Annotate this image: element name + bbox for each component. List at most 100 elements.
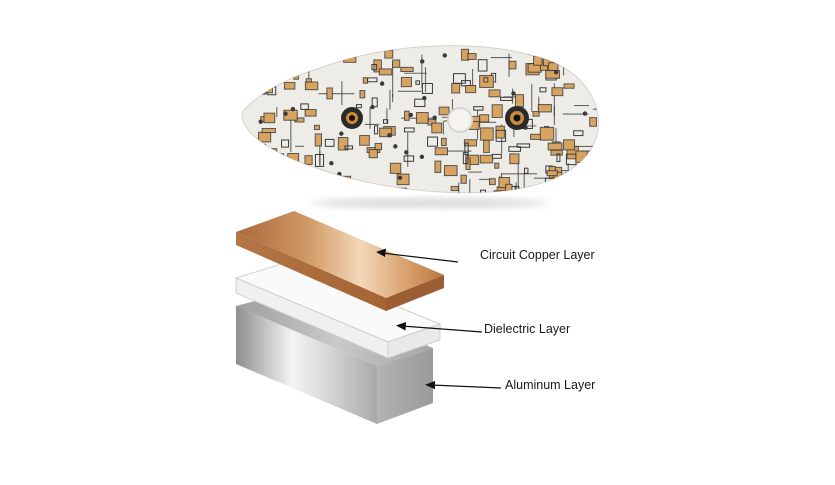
pcb-pad [582, 179, 593, 188]
pcb-pad [470, 122, 479, 129]
pcb-pad [416, 113, 428, 123]
pcb-pad [451, 186, 458, 191]
pcb-pad [394, 188, 407, 193]
pcb-pad [259, 132, 271, 142]
pcb-pad [305, 82, 318, 90]
mounting-hole [341, 107, 363, 129]
pcb-via [379, 81, 385, 86]
pcb-component [573, 130, 584, 137]
pcb-pad [563, 140, 575, 150]
arrow-dielectric [401, 325, 483, 333]
pcb-component [382, 119, 389, 124]
pcb-component [314, 154, 325, 167]
pcb-via [339, 131, 344, 136]
pcb-via [420, 59, 425, 64]
pcb-pad [547, 171, 557, 176]
pcb-pad [401, 77, 411, 87]
pcb-component [324, 138, 335, 147]
pcb-via [297, 175, 303, 180]
pcb-via [553, 70, 559, 75]
pcb-pad [363, 78, 368, 83]
pcb-via [582, 111, 588, 116]
arrow-aluminum [430, 384, 502, 389]
pcb-pad [538, 105, 551, 112]
pcb-component [508, 146, 521, 152]
pcb-component-outline [564, 171, 578, 180]
pcb-via [419, 154, 425, 160]
pcb-component-outline [581, 178, 594, 189]
pcb-via [290, 106, 296, 112]
pcb-pad [435, 161, 441, 172]
pcb-component [373, 125, 379, 135]
pcb-pad [481, 128, 493, 140]
label-dielectric-layer: Dielectric Layer [484, 322, 571, 336]
pcb-pad [397, 174, 409, 185]
arrow-copper-head [376, 248, 386, 257]
pcb-pad [405, 111, 409, 120]
pcb-pad [540, 127, 554, 140]
pcb-pad [273, 154, 284, 162]
pcb-pad [439, 107, 449, 115]
pcb-component [574, 173, 588, 181]
center-hole [447, 107, 473, 133]
pcb-pad [360, 136, 369, 145]
pcb-pad [321, 57, 329, 61]
pcb-via [586, 80, 592, 85]
pcb-pad [295, 118, 304, 122]
pcb-component [524, 167, 529, 174]
pcb-pad [258, 81, 266, 94]
pcb-component-outline [265, 74, 277, 86]
pcb-pad [531, 134, 542, 139]
pcb-pad [380, 128, 392, 137]
pcb-pad [565, 172, 577, 179]
pcb-via [422, 95, 427, 101]
pcb-pad [294, 71, 298, 79]
pcb-pad [261, 60, 266, 65]
pcb-pad [560, 186, 569, 193]
pcb-component [464, 142, 469, 156]
pcb-component [528, 47, 541, 56]
mounting-hole [505, 106, 529, 130]
pcb-via [432, 115, 437, 120]
pcb-pad [260, 170, 265, 177]
pcb-pad [466, 155, 479, 164]
pcb-via [283, 111, 288, 116]
pcb-pad [546, 71, 559, 78]
pcb-component [296, 64, 305, 69]
pcb-pad [338, 138, 348, 150]
pcb-component [427, 136, 438, 147]
pcb-pad [266, 75, 276, 85]
pcb-pad [428, 120, 436, 125]
pcb-component [371, 97, 378, 108]
pcb-pad [497, 187, 507, 193]
pcb-pad [369, 150, 377, 158]
pcb-pad [489, 90, 500, 97]
pcb-component-outline [306, 170, 318, 183]
pcb-component [567, 47, 573, 56]
pcb-component [415, 80, 420, 85]
pcb-via [393, 144, 398, 149]
pcb-pad [360, 91, 365, 98]
pcb-pad [496, 126, 504, 138]
pcb-via [397, 175, 403, 180]
pcb-component [355, 104, 362, 109]
pcb-pad [516, 95, 524, 107]
pcb-component [414, 98, 426, 108]
pcb-pad [264, 113, 275, 123]
pcb-pad [534, 56, 542, 65]
pcb-pad [494, 191, 507, 193]
pcb-pad [499, 178, 510, 188]
pcb-component [479, 189, 486, 193]
pcb-component [421, 82, 433, 94]
pcb-pad [480, 155, 493, 163]
pcb-component [500, 96, 513, 101]
pcb-pad [461, 175, 466, 183]
pcb-pad [466, 85, 476, 93]
pcb-pad [528, 64, 541, 72]
pcb-pad [567, 146, 578, 159]
pcb-via [370, 104, 375, 110]
pcb-pad [374, 60, 381, 72]
pcb-component [556, 153, 561, 163]
